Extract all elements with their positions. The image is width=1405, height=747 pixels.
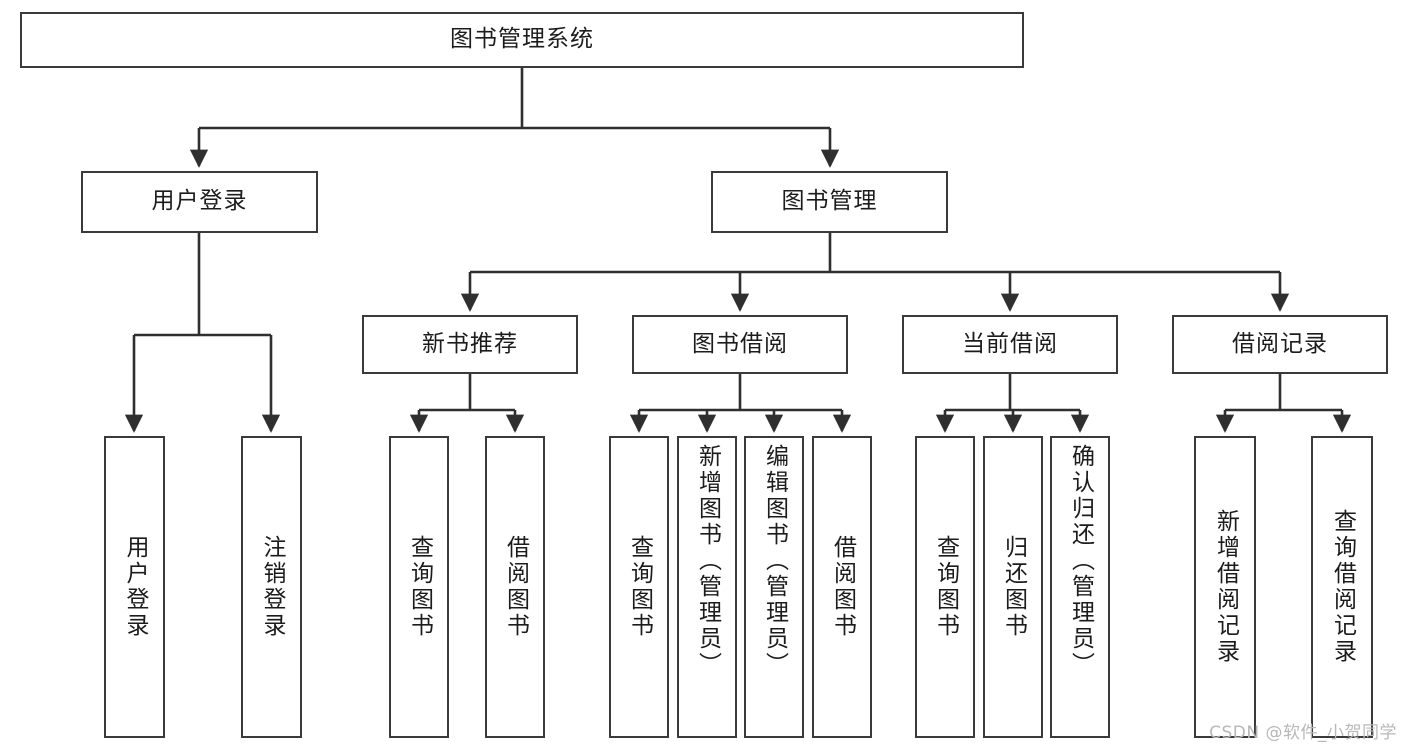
node-leaf-confirm-return[interactable]: 确认归还（管理员） (1050, 436, 1110, 738)
node-leaf-query-book-1-label: 查询图书 (406, 535, 433, 639)
node-root-label: 图书管理系统 (450, 26, 594, 53)
node-leaf-borrow-book-2-label: 借阅图书 (829, 535, 856, 639)
node-leaf-confirm-return-label: 确认归还（管理员） (1067, 444, 1094, 678)
node-leaf-query-book-2-label: 查询图书 (626, 535, 653, 639)
node-leaf-query-book-2[interactable]: 查询图书 (609, 436, 669, 738)
watermark-text: CSDN @软件_小贺同学 (1209, 723, 1397, 743)
node-book-manage-label: 图书管理 (781, 188, 878, 215)
node-new-book-rec-label: 新书推荐 (422, 330, 518, 357)
node-root[interactable]: 图书管理系统 (20, 12, 1024, 68)
node-leaf-user-login-label: 用户登录 (122, 535, 148, 639)
node-leaf-user-login[interactable]: 用户登录 (104, 436, 165, 738)
node-leaf-return-book[interactable]: 归还图书 (983, 436, 1043, 738)
node-leaf-query-book-1[interactable]: 查询图书 (389, 436, 449, 738)
node-leaf-query-book-3-label: 查询图书 (932, 535, 959, 639)
node-leaf-user-logout[interactable]: 注销登录 (241, 436, 302, 738)
node-book-manage[interactable]: 图书管理 (711, 171, 948, 233)
node-leaf-query-record[interactable]: 查询借阅记录 (1311, 436, 1373, 738)
node-leaf-add-record[interactable]: 新增借阅记录 (1194, 436, 1256, 738)
node-book-borrow-label: 图书借阅 (692, 330, 788, 357)
node-leaf-borrow-book-1-label: 借阅图书 (502, 535, 529, 639)
node-borrow-record[interactable]: 借阅记录 (1172, 315, 1388, 374)
node-leaf-add-record-label: 新增借阅记录 (1212, 509, 1239, 665)
node-leaf-add-book[interactable]: 新增图书（管理员） (677, 436, 737, 738)
node-book-borrow[interactable]: 图书借阅 (632, 315, 848, 374)
node-leaf-return-book-label: 归还图书 (1000, 535, 1027, 639)
node-borrow-record-label: 借阅记录 (1232, 330, 1328, 357)
node-current-borrow[interactable]: 当前借阅 (902, 315, 1118, 374)
node-user-login-label: 用户登录 (151, 188, 248, 215)
node-leaf-user-logout-label: 注销登录 (259, 535, 285, 639)
node-leaf-query-book-3[interactable]: 查询图书 (915, 436, 975, 738)
node-new-book-rec[interactable]: 新书推荐 (362, 315, 578, 374)
node-leaf-edit-book-label: 编辑图书（管理员） (761, 444, 788, 678)
node-user-login[interactable]: 用户登录 (81, 171, 318, 233)
node-leaf-edit-book[interactable]: 编辑图书（管理员） (744, 436, 804, 738)
node-leaf-borrow-book-1[interactable]: 借阅图书 (485, 436, 545, 738)
node-leaf-borrow-book-2[interactable]: 借阅图书 (812, 436, 872, 738)
node-current-borrow-label: 当前借阅 (962, 330, 1058, 357)
node-leaf-query-record-label: 查询借阅记录 (1329, 509, 1356, 665)
node-leaf-add-book-label: 新增图书（管理员） (694, 444, 721, 678)
